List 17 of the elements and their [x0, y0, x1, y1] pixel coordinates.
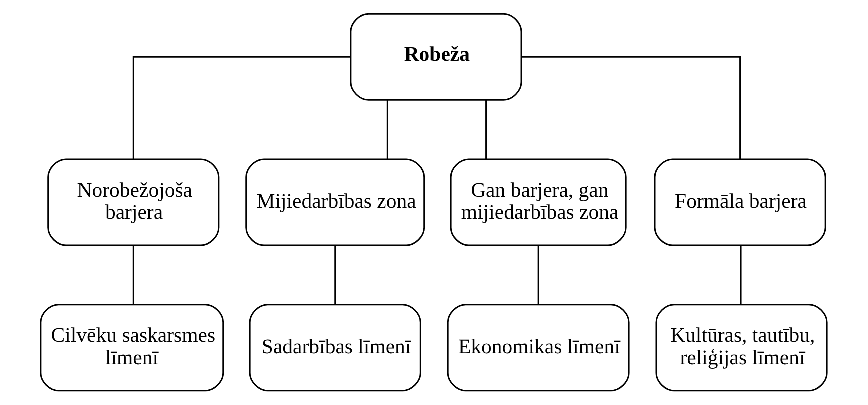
connector	[522, 56, 742, 160]
connector	[538, 246, 540, 305]
node-box: Ekonomikas līmenī	[447, 304, 630, 392]
node-box: Norobežojoša barjera	[48, 158, 220, 246]
node-box: Cilvēku saskarsmes līmenī	[40, 304, 224, 392]
node-box: Formāla barjera	[654, 158, 826, 246]
connector	[334, 246, 336, 305]
connector	[486, 100, 488, 160]
connector	[386, 100, 388, 160]
node-box: Gan barjera, gan mijiedarbības zona	[450, 158, 627, 246]
connector	[740, 246, 742, 305]
connector	[132, 246, 134, 305]
node-box: Mijiedarbības zona	[246, 158, 426, 246]
node-box: Robeža	[350, 13, 522, 101]
node-box: Kultūras, tautību, reliģijas līmenī	[656, 304, 828, 392]
connector	[132, 56, 351, 160]
node-box: Sadarbības līmenī	[249, 304, 422, 392]
